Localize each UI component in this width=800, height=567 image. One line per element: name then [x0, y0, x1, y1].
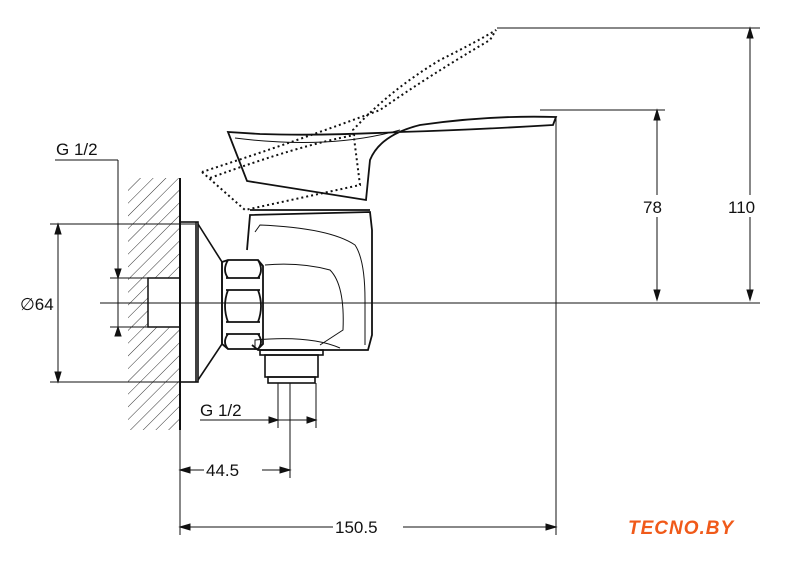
label-diameter-64: ∅64 — [20, 295, 54, 314]
label-g-half-top: G 1/2 — [56, 140, 98, 159]
label-g-half-bottom: G 1/2 — [200, 401, 242, 420]
lever-raised-dotted — [201, 29, 497, 212]
label-78: 78 — [643, 198, 662, 217]
label-150-5: 150.5 — [335, 518, 378, 537]
flange — [179, 221, 223, 383]
bottom-outlet — [259, 349, 324, 384]
label-110: 110 — [728, 198, 755, 217]
hex-nut — [221, 259, 264, 350]
lever-handle — [226, 115, 558, 202]
dimension-lines — [50, 26, 760, 535]
label-44-5: 44.5 — [206, 461, 239, 480]
logo: TECNO.BY — [628, 518, 735, 539]
mixer-body — [246, 209, 373, 351]
